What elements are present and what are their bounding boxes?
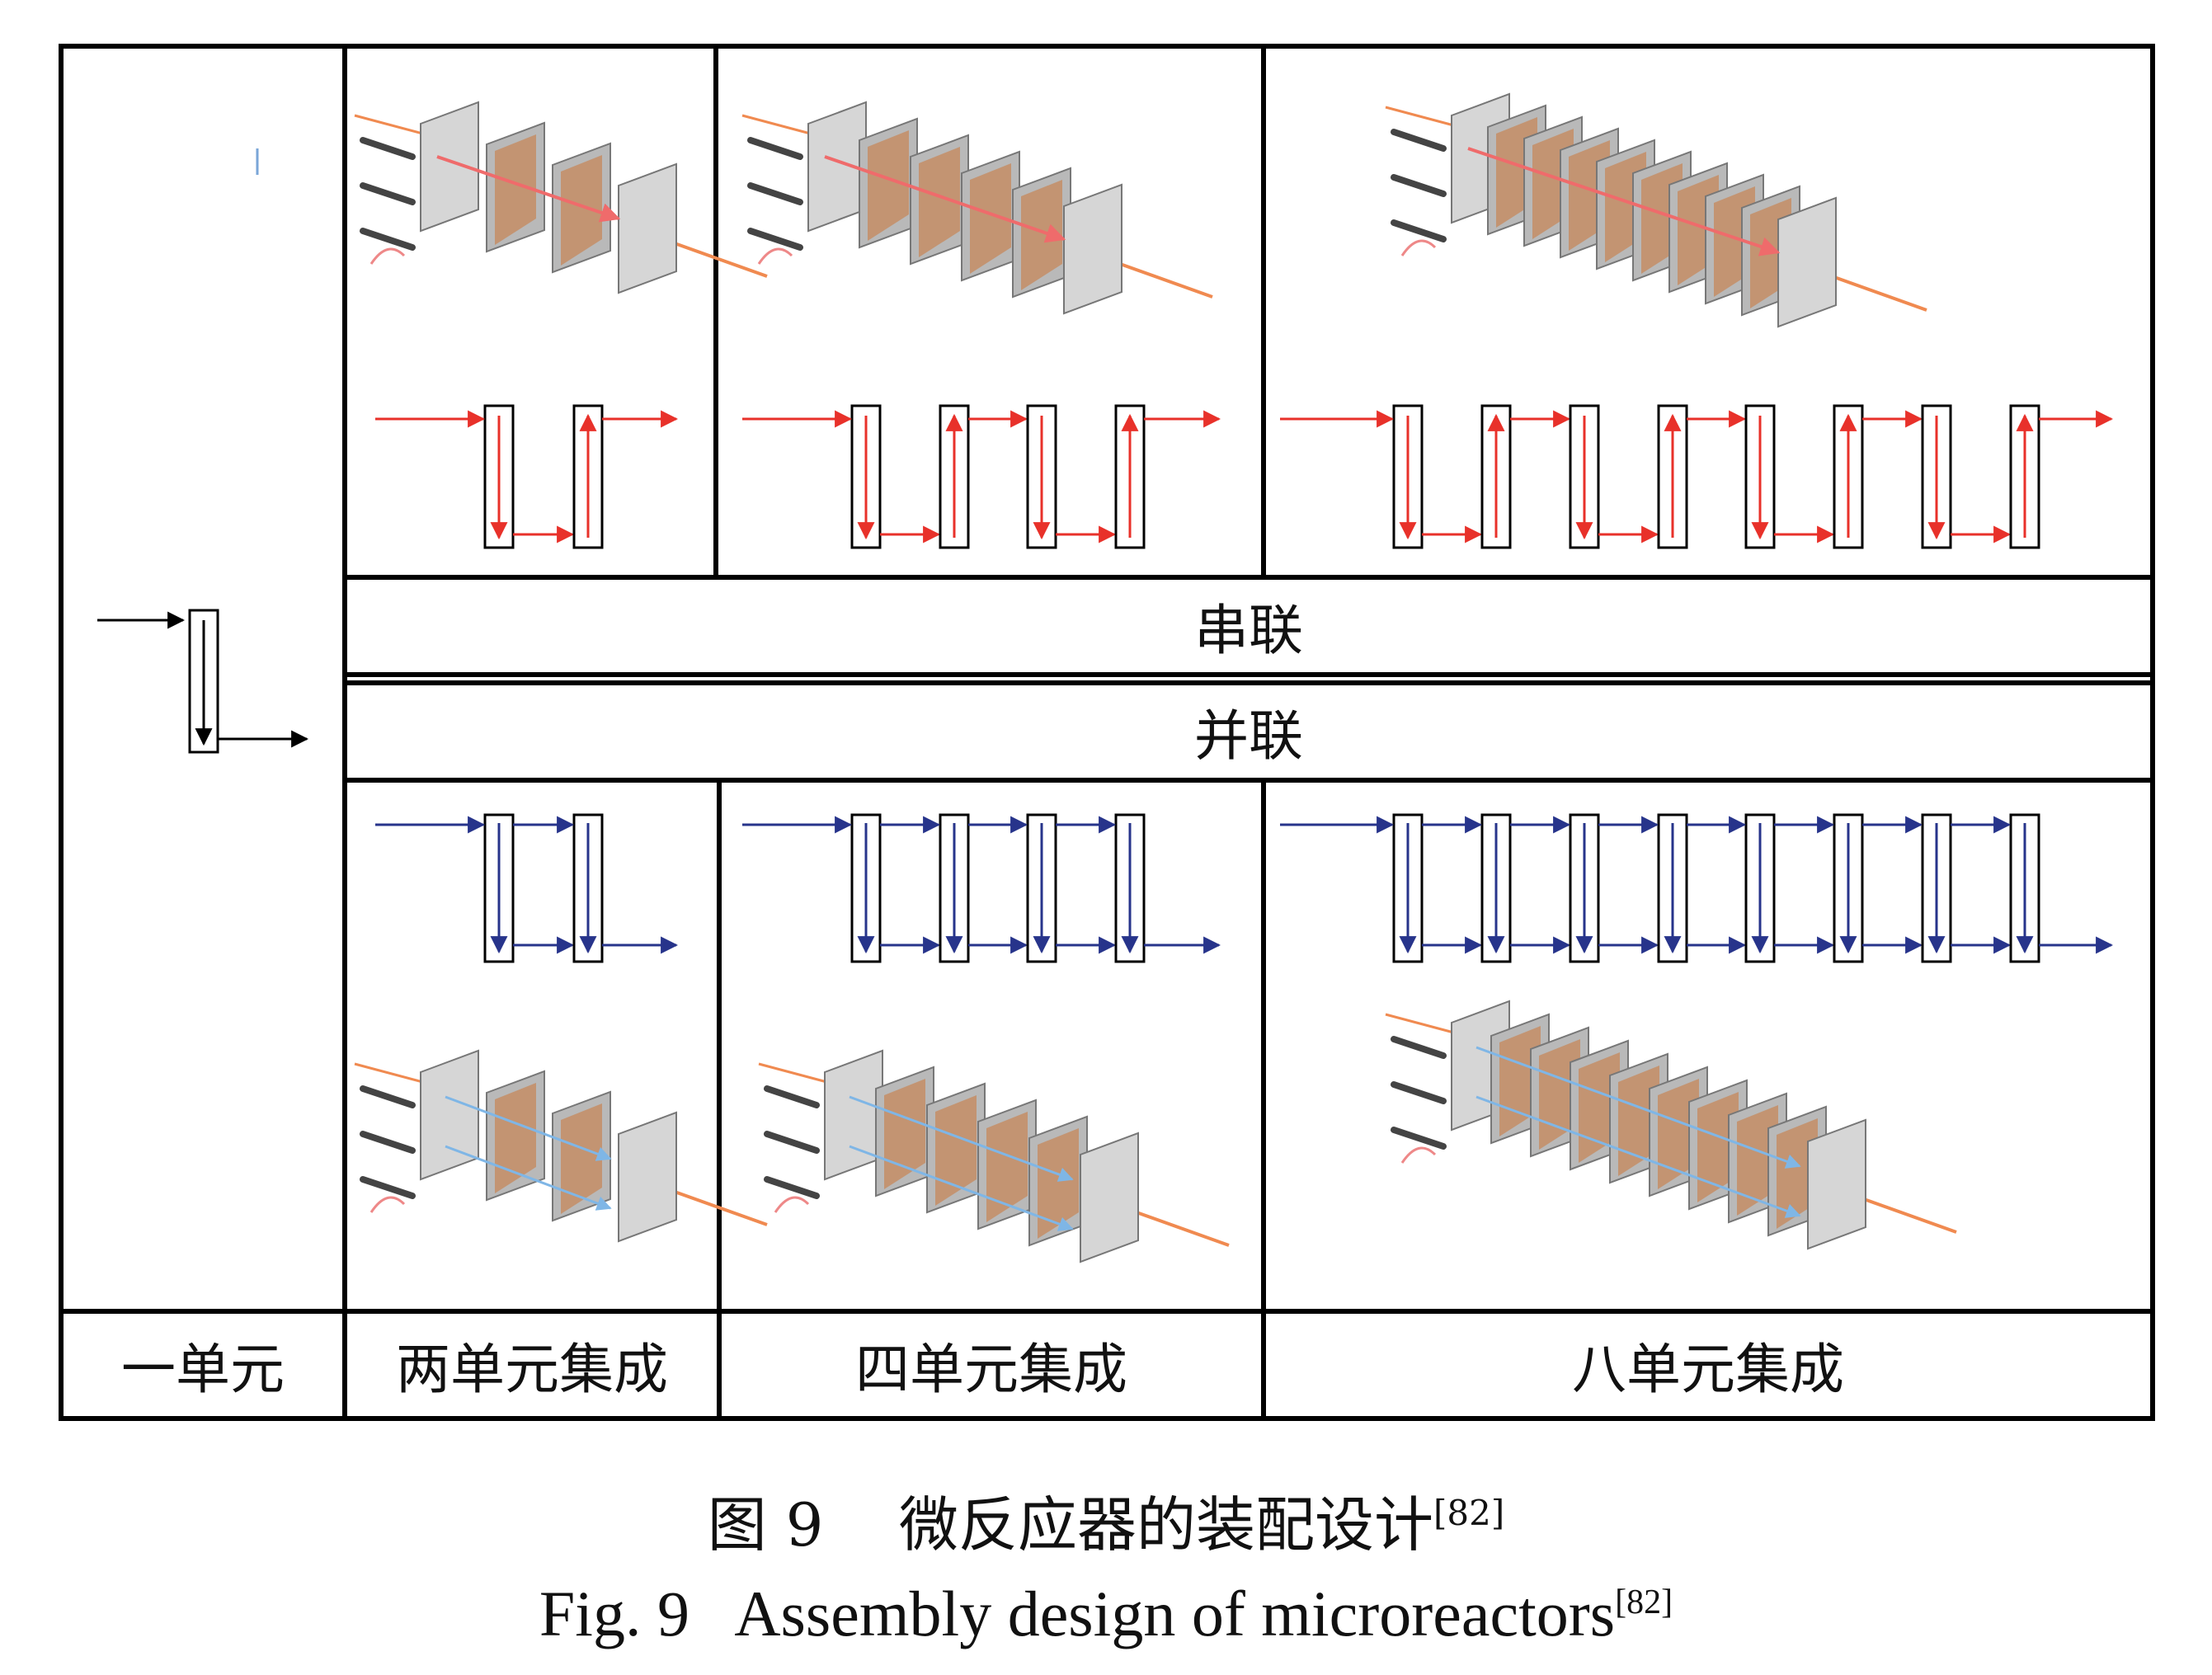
bolt [360, 228, 416, 251]
eight-units-label: 八单元集成 [1572, 1338, 1844, 1401]
parallel-inner-flow [445, 1095, 612, 1161]
tubing [1400, 1146, 1437, 1164]
catalyst-layer [884, 1079, 925, 1189]
parallel-inner-flow [1475, 1046, 1801, 1169]
bolt [1391, 1036, 1447, 1059]
assembly-parallel-2 [354, 1049, 768, 1243]
tubing [369, 247, 406, 265]
inlet-tube [354, 1062, 430, 1085]
bolt [764, 1176, 820, 1199]
series-flow-2-units [375, 404, 679, 549]
assembly-series-4 [741, 101, 1213, 315]
inlet-tube [758, 1062, 834, 1085]
bolt [360, 1085, 416, 1108]
parallel-inner-flow [445, 1145, 612, 1211]
inlet-tube [741, 114, 817, 137]
caption-chinese: 图 9 微反应器的装配设计[82] [0, 1476, 2212, 1563]
bolt [1391, 1127, 1447, 1150]
catalyst-layer [495, 1083, 536, 1193]
bolt [1391, 1081, 1447, 1104]
catalyst-layer [561, 1103, 602, 1214]
catalyst-layer [1021, 180, 1062, 290]
series-inner-flow [824, 155, 1066, 243]
series-flow-4-units [742, 404, 1221, 549]
bolt [1391, 219, 1447, 242]
parallel-inner-flow [849, 1145, 1074, 1231]
end-plate [1807, 1118, 1866, 1250]
caption-cn-title: 微反应器的装配设计 [899, 1490, 1434, 1560]
end-plate [618, 1111, 677, 1243]
bolt [1391, 129, 1447, 152]
bolt [747, 228, 803, 251]
catalyst-layer [919, 147, 960, 257]
caption-cn-prefix: 图 9 [707, 1490, 824, 1560]
caption-cn-ref: [82] [1433, 1493, 1505, 1533]
tubing [774, 1196, 810, 1213]
parallel-flow-4-units [742, 813, 1221, 963]
parallel-inner-flow [849, 1095, 1074, 1182]
bolt [764, 1085, 820, 1108]
end-plate [618, 162, 677, 294]
catalyst-layer [868, 130, 909, 241]
inlet-tube [1385, 1013, 1461, 1036]
tubing [369, 1196, 406, 1213]
catalyst-layer [495, 134, 536, 245]
tubing [757, 247, 793, 265]
assembly-series-8 [1385, 92, 1927, 328]
assembly-parallel-4 [758, 1049, 1230, 1263]
catalyst-layer [561, 155, 602, 266]
catalyst-layer [986, 1112, 1028, 1222]
caption-en-title: Assembly design of microreactors [734, 1578, 1616, 1649]
parallel-label: 并联 [1194, 704, 1303, 768]
table-frame [59, 44, 2155, 1421]
inlet-tube [354, 114, 430, 137]
catalyst-layer [1038, 1128, 1079, 1239]
series-flow-8-units [1280, 404, 2114, 549]
assembly-series-2 [354, 101, 768, 294]
bolt [747, 182, 803, 205]
series-label: 串联 [1194, 599, 1303, 662]
caption-en-prefix: Fig. 9 [539, 1578, 689, 1649]
two-units-label: 两单元集成 [396, 1338, 668, 1401]
caption-english: Fig. 9 Assembly design of microreactors[… [0, 1577, 2212, 1651]
bolt [360, 182, 416, 205]
catalyst-layer [970, 163, 1011, 274]
bolt [1391, 174, 1447, 197]
end-plate [420, 1049, 479, 1181]
bolt [360, 137, 416, 160]
end-plate [420, 101, 479, 233]
series-inner-flow [1467, 147, 1781, 256]
bolt [764, 1131, 820, 1154]
bolt [360, 1176, 416, 1199]
one-unit-label: 一单元 [121, 1338, 285, 1401]
parallel-flow-8-units [1280, 813, 2114, 963]
four-units-label: 四单元集成 [855, 1338, 1127, 1401]
caption-en-ref: [82] [1615, 1583, 1673, 1621]
series-inner-flow [436, 155, 621, 223]
end-plate [1080, 1132, 1139, 1263]
tubing [1400, 239, 1437, 256]
inlet-tube [1385, 106, 1461, 129]
parallel-inner-flow [1475, 1095, 1801, 1218]
catalyst-layer [935, 1095, 977, 1206]
end-plate [1063, 183, 1122, 315]
end-plate [824, 1049, 883, 1181]
bolt [747, 137, 803, 160]
assembly-parallel-8 [1385, 1000, 1957, 1250]
single-unit-schematic [97, 609, 309, 754]
bolt [360, 1131, 416, 1154]
parallel-flow-2-units [375, 813, 679, 963]
end-plate [1777, 196, 1837, 328]
